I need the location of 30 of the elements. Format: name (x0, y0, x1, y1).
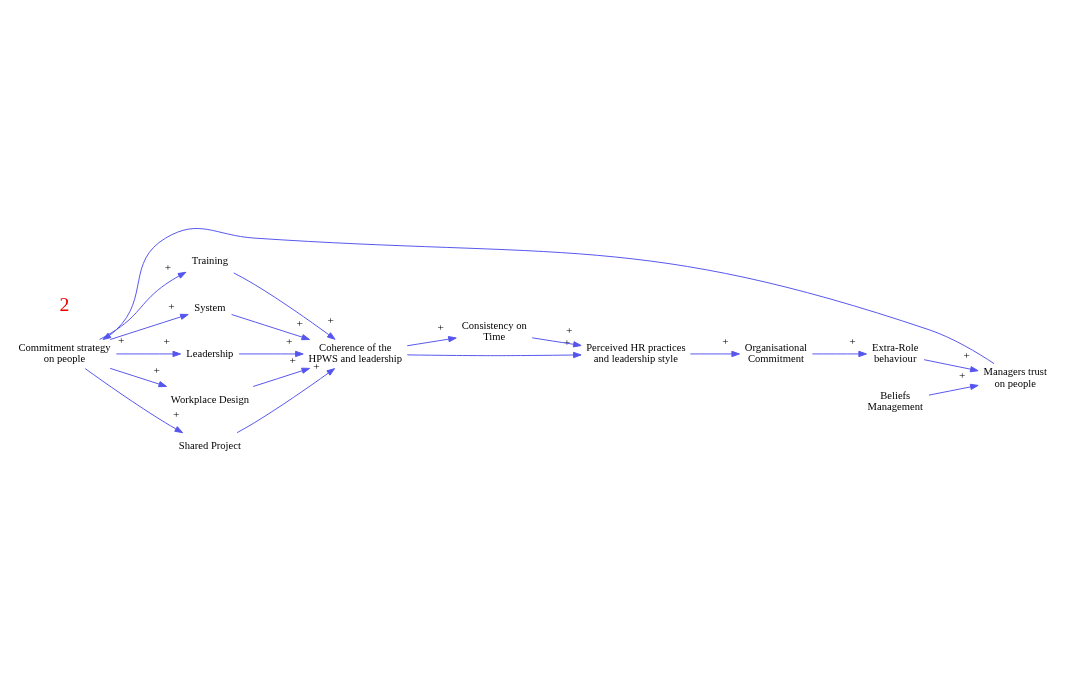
node-text: Beliefs Management (867, 389, 923, 413)
node-text: Commitment strategy on people (18, 342, 111, 365)
edge-label: + (959, 369, 966, 382)
node-text: Extra-Role behaviour (872, 342, 919, 365)
node-text: Workplace Design (170, 393, 250, 405)
edge-label: + (153, 363, 161, 376)
edge-label: + (163, 334, 170, 347)
node-text: Consistency on Time (461, 320, 527, 343)
edge-label: + (437, 321, 444, 334)
node-text: Leadership (186, 347, 234, 359)
edge-label: + (722, 334, 729, 347)
label: 2 (59, 293, 70, 316)
node-text: System (194, 301, 226, 313)
edge-label: + (849, 334, 856, 347)
edge-label: + (565, 324, 573, 337)
node-text: Perceived HR practices and leadership style (586, 342, 686, 365)
edge-label: + (327, 314, 334, 327)
node-text: Shared Project (178, 440, 241, 452)
node-text: Organisational Commitment (744, 342, 808, 365)
edge-label: + (172, 408, 180, 421)
edge-label: + (117, 334, 125, 347)
edge-label: + (289, 354, 296, 367)
edge-label: + (963, 349, 970, 362)
edge-label: + (168, 300, 175, 313)
node-text: Managers trust on people (983, 366, 1047, 389)
node-text: Training (191, 255, 228, 267)
edge-label: + (563, 336, 571, 349)
edge-label: + (296, 316, 304, 329)
edge-label: + (286, 334, 293, 347)
edge-label: + (164, 261, 172, 274)
